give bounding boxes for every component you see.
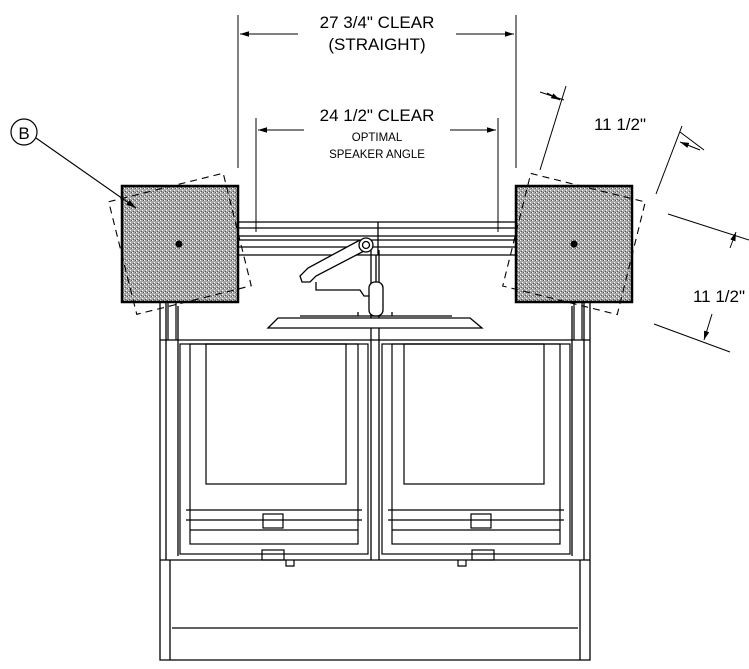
- dimension-optimal-clear-note-1: OPTIMAL: [352, 132, 403, 144]
- speaker-crossbar: [238, 221, 516, 256]
- left-speaker: [108, 172, 252, 315]
- dimension-straight-clear-note: (STRAIGHT): [328, 35, 425, 54]
- left-speaker-center-dot: [175, 240, 183, 248]
- callout-b: B: [10, 118, 137, 209]
- dimension-speaker-depth: 11 1/2": [539, 85, 705, 195]
- dimension-optimal-clear: 24 1/2" CLEAR OPTIMAL SPEAKER ANGLE: [255, 106, 499, 232]
- dimension-speaker-depth-value: 11 1/2": [594, 115, 646, 134]
- monitor-arm: [266, 237, 484, 329]
- dimension-optimal-clear-note-2: SPEAKER ANGLE: [329, 149, 425, 161]
- right-speaker-angled-outline: [502, 172, 646, 316]
- left-speaker-angled-outline: [108, 172, 252, 315]
- dimension-speaker-width-value: 11 1/2": [693, 287, 745, 306]
- dimension-straight-clear-value: 27 3/4" CLEAR: [320, 13, 435, 32]
- right-speaker: [502, 172, 646, 316]
- speaker-legs: [167, 300, 583, 340]
- right-speaker-center-dot: [570, 240, 578, 248]
- right-rack-panel: [381, 343, 571, 567]
- callout-b-label: B: [18, 124, 29, 143]
- left-rack-panel: [179, 343, 369, 567]
- dimension-optimal-clear-value: 24 1/2" CLEAR: [320, 106, 435, 125]
- dimension-straight-clear: 27 3/4" CLEAR (STRAIGHT): [237, 13, 517, 168]
- dimension-speaker-width: 11 1/2": [653, 213, 749, 353]
